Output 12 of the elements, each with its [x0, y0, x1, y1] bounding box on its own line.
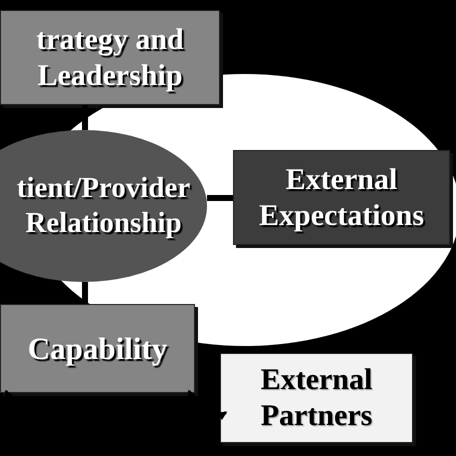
process-box: [0, 304, 195, 393]
connector-line: [82, 105, 88, 130]
node-label: External Partners: [260, 362, 374, 434]
node-label: Capability: [28, 330, 168, 368]
process-box: [220, 353, 413, 443]
node-label: trategy and Leadership: [35, 22, 185, 94]
process-box: [233, 150, 450, 245]
process-box: [0, 10, 220, 105]
node-label: tient/Provider Relationship: [16, 171, 192, 241]
connector-line: [82, 282, 88, 304]
node-label: External Expectations: [258, 162, 425, 234]
connector-line: [207, 195, 233, 201]
